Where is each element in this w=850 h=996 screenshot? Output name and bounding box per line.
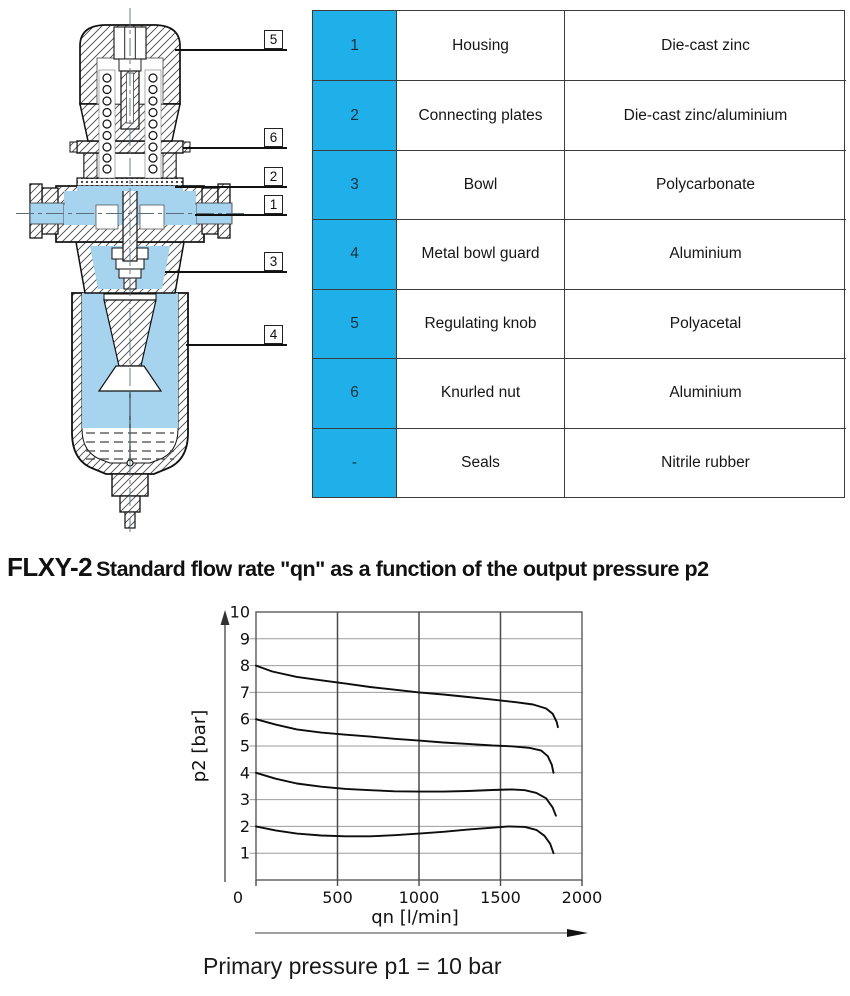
- part-number: -: [313, 427, 396, 497]
- leader-line-4: [186, 344, 287, 346]
- part-material: Die-cast zinc/aluminium: [564, 80, 846, 150]
- regulator-cross-section-diagram: [16, 8, 248, 532]
- svg-text:4: 4: [240, 763, 250, 782]
- part-material: Polycarbonate: [564, 149, 846, 220]
- part-material: Polyacetal: [564, 288, 846, 359]
- callout-5: 5: [264, 30, 283, 49]
- part-name: Connecting plates: [396, 80, 564, 150]
- part-number: 1: [313, 11, 396, 81]
- leader-line-1: [195, 214, 287, 216]
- svg-text:6: 6: [240, 710, 250, 729]
- callout-3: 3: [264, 252, 283, 271]
- svg-text:p2 [bar]: p2 [bar]: [189, 710, 210, 783]
- parts-table: 1 Housing Die-cast zinc 2 Connecting pla…: [312, 10, 846, 498]
- part-name: Seals: [396, 427, 564, 497]
- callout-6: 6: [264, 128, 283, 147]
- svg-text:9: 9: [240, 629, 250, 648]
- part-number: 3: [313, 149, 396, 220]
- leader-line-2: [175, 186, 287, 188]
- part-material: Nitrile rubber: [564, 427, 846, 497]
- svg-text:8: 8: [240, 656, 250, 675]
- chart-caption: Primary pressure p1 = 10 bar: [203, 953, 502, 979]
- callout-1: 1: [264, 195, 283, 214]
- part-name: Metal bowl guard: [396, 219, 564, 289]
- callout-2: 2: [264, 167, 283, 186]
- svg-text:1500: 1500: [480, 888, 521, 907]
- section-title-text: Standard flow rate "qn" as a function of…: [96, 557, 709, 581]
- model-name: FLXY-2: [7, 552, 93, 582]
- part-number: 2: [313, 80, 396, 150]
- leader-line-3: [165, 271, 287, 273]
- part-name: Housing: [396, 11, 564, 81]
- callout-4: 4: [264, 325, 283, 344]
- part-material: Die-cast zinc: [564, 11, 846, 81]
- svg-text:0: 0: [233, 888, 243, 907]
- svg-text:10: 10: [230, 603, 250, 622]
- part-number: 5: [313, 288, 396, 359]
- flow-rate-chart: 1 2 3 4 5 6 7 8 9 10 0 500 1000 1500 2000 p2 [bar] qn [l…: [189, 603, 603, 937]
- svg-text:5: 5: [240, 737, 250, 756]
- svg-text:1: 1: [240, 844, 250, 863]
- leader-line-6: [183, 147, 287, 149]
- svg-text:2000: 2000: [562, 888, 603, 907]
- part-material: Aluminium: [564, 219, 846, 289]
- housing: [29, 182, 233, 262]
- part-material: Aluminium: [564, 358, 846, 428]
- part-number: 4: [313, 219, 396, 289]
- bowl: [71, 292, 189, 475]
- part-name: Regulating knob: [396, 288, 564, 359]
- valve-body: [75, 241, 185, 294]
- svg-text:2: 2: [240, 817, 250, 836]
- svg-text:1000: 1000: [399, 888, 440, 907]
- leader-line-5: [175, 49, 287, 51]
- section-title: FLXY-2 Standard flow rate "qn" as a func…: [7, 552, 709, 583]
- part-number: 6: [313, 358, 396, 428]
- part-name: Knurled nut: [396, 358, 564, 428]
- svg-text:500: 500: [322, 888, 353, 907]
- part-name: Bowl: [396, 149, 564, 220]
- svg-text:qn [l/min]: qn [l/min]: [371, 907, 459, 928]
- outlet-port: [195, 183, 233, 239]
- svg-text:7: 7: [240, 683, 250, 702]
- svg-text:3: 3: [240, 790, 250, 809]
